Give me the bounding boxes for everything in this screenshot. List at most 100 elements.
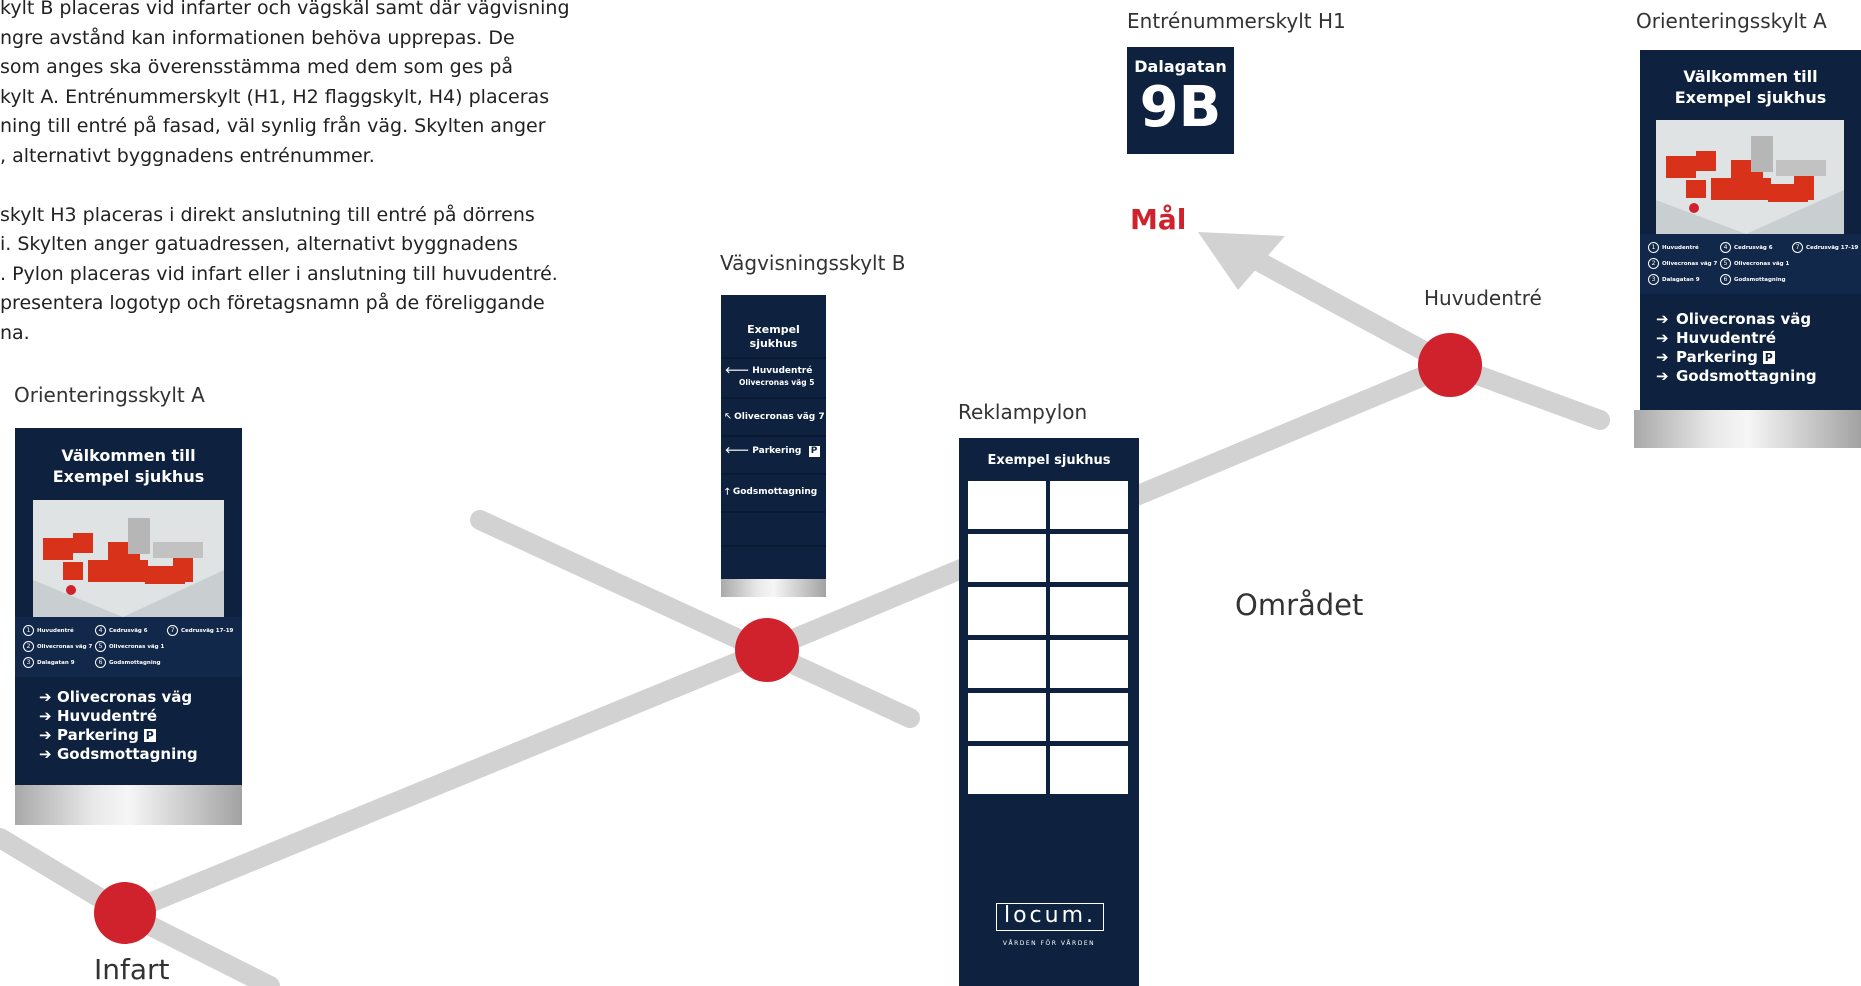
sign-base-left — [15, 785, 242, 825]
legend-label: Dalagatan 9 — [1662, 276, 1700, 283]
text-line: som anges ska överensstämma med dem som … — [0, 56, 514, 78]
arrow-up-left-icon: 🡔 — [725, 412, 731, 422]
legend-label: Godsmottagning — [1734, 276, 1786, 283]
locum-logo: locum. — [996, 903, 1104, 931]
pylon-logo-slot — [1050, 746, 1128, 794]
direction-row: ➔Godsmottagning — [39, 745, 198, 763]
text-line: kylt A. Entrénummerskylt (H1, H2 flaggsk… — [0, 85, 550, 108]
pylon-logo-slot — [1050, 534, 1128, 582]
label-infart: Infart — [94, 953, 170, 986]
sign-title-line2: Exempel sjukhus — [1674, 88, 1827, 107]
pylon-title: Exempel sjukhus — [987, 453, 1111, 468]
path-infart-to-cross — [115, 640, 777, 923]
pylon-logo-slot — [968, 481, 1046, 529]
vagvisning-title: Exempel sjukhus — [721, 323, 826, 351]
parking-icon: P — [143, 729, 156, 742]
legend-label: Huvudentré — [1662, 244, 1699, 251]
row-label: Huvudentré — [752, 366, 813, 376]
pylon-logo-slot — [968, 640, 1046, 688]
legend-number: 1 — [1648, 242, 1659, 253]
sign-title-line2: Exempel sjukhus — [52, 467, 205, 486]
vagvisning-base — [721, 579, 826, 597]
site-map — [33, 500, 224, 617]
text-line: ning till entré på fasad, väl synlig frå… — [0, 115, 546, 137]
text-line: ngre avstånd kan informationen behöva up… — [0, 26, 515, 49]
arrow-left-icon: 🡐 — [725, 446, 750, 456]
vagvisning-title-line1: Exempel — [747, 323, 800, 336]
arrow-up-icon: 🡑 — [725, 487, 730, 497]
label-orientering-left: Orienteringsskylt A — [14, 383, 205, 407]
pylon-logo-slot — [1050, 587, 1128, 635]
legend-label: Huvudentré — [37, 627, 74, 634]
text-line: presentera logotyp och företagsnamn på d… — [0, 292, 545, 314]
parking-icon: P — [808, 446, 820, 457]
row-label: Parkering — [752, 446, 802, 456]
vagvisning-row-godsmottagning: 🡑 Godsmottagning — [725, 484, 817, 500]
divider — [721, 435, 826, 437]
divider — [721, 473, 826, 475]
legend-label: Olivecronas väg 7 — [1662, 260, 1718, 267]
node-crossing — [735, 618, 799, 682]
direction-label: Huvudentré — [57, 707, 158, 725]
vagvisning-title-line2: sjukhus — [749, 337, 798, 350]
label-mal: Mål — [1130, 203, 1187, 236]
legend-label: Cedrusväg 17-19 — [1806, 244, 1859, 251]
entre-number: 9B — [1139, 75, 1222, 140]
direction-label: Huvudentré — [1676, 329, 1777, 347]
label-orientering-right: Orienteringsskylt A — [1636, 9, 1827, 33]
direction-label: Godsmottagning — [1676, 367, 1817, 385]
legend-number: 6 — [95, 657, 106, 668]
direction-row: ➔Olivecronas väg — [1656, 310, 1812, 328]
divider — [721, 397, 826, 399]
legend-number: 4 — [1720, 242, 1731, 253]
legend-number: 3 — [1648, 274, 1659, 285]
label-vagvisning: Vägvisningsskylt B — [720, 251, 906, 275]
legend-label: Olivecronas väg 1 — [1734, 260, 1790, 267]
direction-label: Parkering — [1676, 348, 1758, 366]
legend-number: 3 — [23, 657, 34, 668]
direction-row: ➔Huvudentré — [39, 707, 158, 725]
row-label: Godsmottagning — [732, 487, 818, 497]
legend-number: 2 — [1648, 258, 1659, 269]
legend-label: Cedrusväg 6 — [1734, 244, 1773, 251]
entre-number-sign: Dalagatan 9B — [1127, 47, 1234, 154]
legend-label: Dalagatan 9 — [37, 659, 75, 666]
locum-tagline: VÅRDEN FÖR VÅRDEN — [1002, 940, 1096, 947]
pylon-logo-slot — [968, 534, 1046, 582]
direction-row: ➔Godsmottagning — [1656, 367, 1817, 385]
legend-number: 7 — [1792, 242, 1803, 253]
text-line: skylt H3 placeras i direkt anslutning ti… — [0, 203, 535, 226]
arrow-left-icon: 🡐 — [725, 366, 750, 376]
legend-number: 4 — [95, 625, 106, 636]
sign-title-line1: Välkommen till — [1683, 67, 1818, 86]
direction-row: ➔Huvudentré — [1656, 329, 1777, 347]
label-omradet: Området — [1235, 588, 1364, 622]
text-line: kylt B placeras vid infarter och vägskäl… — [0, 0, 570, 19]
parking-icon: P — [1762, 351, 1775, 364]
vagvisning-sign: Exempel sjukhus 🡐 Huvudentré Olivecronas… — [721, 295, 826, 579]
legend-number: 6 — [1720, 274, 1731, 285]
direction-row: ➔Olivecronas väg — [39, 688, 193, 706]
pylon-logo-slot — [968, 693, 1046, 741]
legend-label: Godsmottagning — [109, 659, 161, 666]
pylon-logo-slot — [1050, 693, 1128, 741]
pylon-logo-slot — [968, 587, 1046, 635]
path-cross-diagonal — [470, 510, 920, 728]
